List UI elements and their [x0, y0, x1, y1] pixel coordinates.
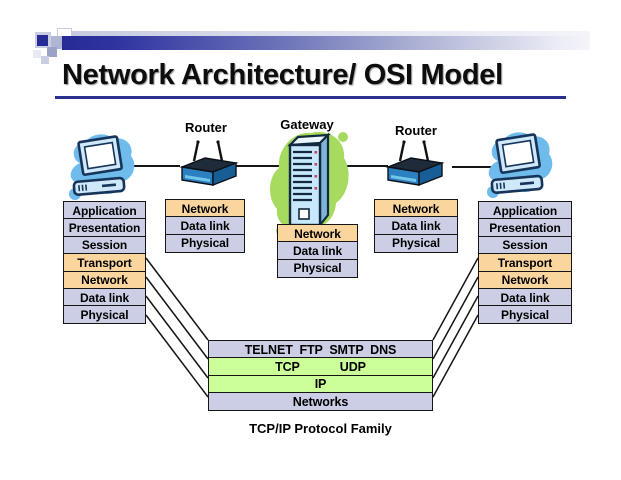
layer-network: Network: [63, 270, 146, 290]
row-application-protocols: TELNET FTP SMTP DNS: [208, 340, 433, 359]
layer-presentation: Presentation: [478, 218, 572, 238]
layer-physical: Physical: [374, 233, 458, 253]
layer-data-link: Data link: [165, 216, 245, 236]
udp-label: UDP: [339, 359, 366, 374]
layer-data-link: Data link: [277, 241, 358, 261]
layer-application: Application: [478, 201, 572, 220]
layer-physical: Physical: [63, 305, 146, 325]
deco-square: [51, 36, 64, 49]
deco-square: [41, 56, 49, 64]
title-underline: [55, 96, 566, 99]
computer-icon: [69, 134, 135, 200]
router-right-label: Router: [395, 123, 437, 138]
layer-network: Network: [277, 224, 358, 243]
layer-physical: Physical: [165, 233, 245, 253]
deco-square: [37, 35, 48, 46]
gateway-server-icon: [270, 131, 349, 236]
layer-physical: Physical: [478, 305, 572, 325]
page-title: Network Architecture/ OSI Model: [62, 59, 503, 91]
router-left-label: Router: [185, 120, 227, 135]
deco-square: [33, 50, 41, 58]
router-right-stack: Network Data link Physical: [374, 199, 458, 253]
router-left-stack: Network Data link Physical: [165, 199, 245, 253]
layer-network: Network: [374, 199, 458, 218]
row-ip: IP: [208, 374, 433, 394]
layer-transport: Transport: [478, 253, 572, 273]
router-icon: [385, 140, 445, 187]
layer-application: Application: [63, 201, 146, 220]
layer-session: Session: [63, 235, 146, 255]
osi-stack-right-host: Application Presentation Session Transpo…: [478, 201, 572, 325]
gateway-label: Gateway: [280, 117, 334, 132]
layer-network: Network: [165, 199, 245, 218]
layer-network: Network: [478, 270, 572, 290]
layer-data-link: Data link: [478, 288, 572, 308]
router-icon: [179, 140, 239, 187]
layer-session: Session: [478, 235, 572, 255]
gateway-stack: Network Data link Physical: [277, 224, 358, 278]
layer-physical: Physical: [277, 258, 358, 278]
layer-data-link: Data link: [374, 216, 458, 236]
header-gradient-bar: [62, 36, 590, 50]
layer-data-link: Data link: [63, 288, 146, 308]
computer-icon: [487, 132, 553, 198]
tcp-label: TCP: [275, 359, 300, 374]
deco-square: [47, 47, 57, 57]
header-gradient-bar-top: [72, 31, 590, 37]
osi-stack-left-host: Application Presentation Session Transpo…: [63, 201, 146, 325]
row-transport-protocols: TCP UDP: [208, 357, 433, 377]
layer-presentation: Presentation: [63, 218, 146, 238]
layer-transport: Transport: [63, 253, 146, 273]
tcpip-caption: TCP/IP Protocol Family: [249, 421, 392, 436]
tcpip-protocol-stack: TELNET FTP SMTP DNS TCP UDP IP Networks: [208, 340, 433, 412]
row-networks: Networks: [208, 392, 433, 412]
